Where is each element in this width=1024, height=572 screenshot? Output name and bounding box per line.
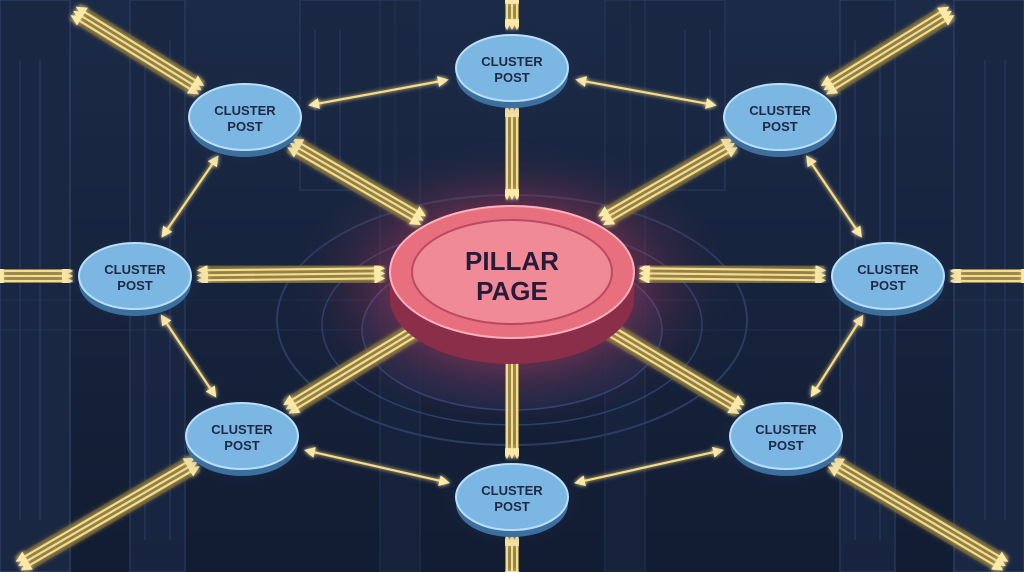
outer-spoke-bottom-right	[827, 454, 1010, 572]
pillar-label-line2: PAGE	[476, 276, 548, 306]
cluster-label-line1: CLUSTER	[481, 54, 543, 69]
cluster-label-line2: POST	[870, 278, 905, 293]
cluster-label-line2: POST	[494, 70, 529, 85]
cluster-label-line1: CLUSTER	[857, 262, 919, 277]
cluster-nodes: CLUSTERPOSTCLUSTERPOSTCLUSTERPOSTCLUSTER…	[61, 24, 962, 549]
ring-link-bottom-right	[574, 446, 724, 487]
pillar-label-line1: PILLAR	[465, 246, 559, 276]
cluster-label-line1: CLUSTER	[481, 483, 543, 498]
outer-spoke-left	[0, 265, 74, 287]
cluster-label-line2: POST	[768, 438, 803, 453]
cluster-label-line1: CLUSTER	[104, 262, 166, 277]
outer-spoke-top-right	[819, 3, 956, 98]
spoke-right	[638, 262, 827, 286]
cluster-label-line1: CLUSTER	[211, 422, 273, 437]
ring-link-left	[161, 155, 219, 238]
spoke-top-left	[286, 135, 427, 229]
pillar-page-node[interactable]: PILLAR PAGE	[389, 205, 635, 364]
cluster-label-line2: POST	[227, 119, 262, 134]
cluster-label-line1: CLUSTER	[755, 422, 817, 437]
cluster-label-line2: POST	[117, 278, 152, 293]
ring-connectors	[160, 76, 864, 487]
cluster-label-line1: CLUSTER	[749, 103, 811, 118]
ring-link-right	[810, 314, 864, 398]
outer-spoke-top-left	[69, 3, 206, 98]
ring-link-bottom	[303, 447, 451, 486]
cluster-label-line1: CLUSTER	[214, 103, 276, 118]
outer-spoke-right	[949, 265, 1024, 287]
outer-spoke-top	[501, 0, 523, 31]
spoke-bottom	[501, 343, 523, 460]
cluster-label-line2: POST	[762, 119, 797, 134]
spoke-bottom-right	[595, 316, 746, 418]
cluster-label-line2: POST	[224, 438, 259, 453]
ring-link-bottom-left	[160, 314, 217, 398]
ring-link-top-left	[308, 76, 449, 109]
spoke-top	[501, 105, 523, 201]
spoke-bottom-left	[282, 316, 430, 417]
cluster-label-line2: POST	[494, 499, 529, 514]
ring-link-top-right	[806, 155, 862, 238]
spoke-left	[196, 262, 386, 286]
ring-link-top	[575, 76, 717, 109]
outer-spoke-bottom-left	[14, 454, 201, 572]
spoke-top-right	[597, 135, 739, 229]
